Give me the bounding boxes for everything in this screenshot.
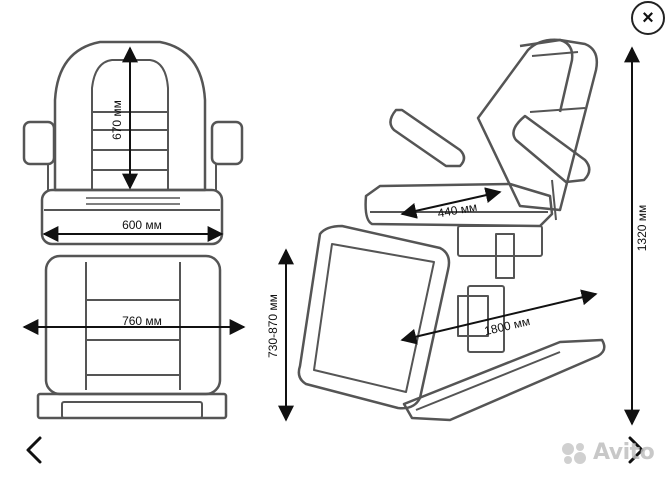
label-height-range: 730-870 мм <box>266 294 280 358</box>
side-dimension-lines <box>400 46 640 426</box>
previous-image-button[interactable] <box>16 430 52 470</box>
front-dimension-lines <box>22 46 294 422</box>
label-total-height: 1320 мм <box>635 205 649 252</box>
close-button[interactable]: × <box>631 1 665 35</box>
chevron-left-icon <box>26 436 42 464</box>
label-seat-depth: 440 мм <box>436 200 478 221</box>
label-total-length: 1800 мм <box>483 314 531 338</box>
avito-watermark: Avito <box>560 440 655 465</box>
close-icon: × <box>642 7 654 29</box>
avito-logo-icon <box>562 442 586 464</box>
next-image-button[interactable] <box>618 430 654 470</box>
chevron-right-icon <box>628 436 644 464</box>
label-base-width: 760 мм <box>122 314 162 328</box>
label-seat-width: 600 мм <box>122 218 162 232</box>
watermark-text: Avito <box>593 440 655 465</box>
chair-front-view <box>22 40 244 420</box>
label-backrest-height: 670 мм <box>110 100 124 140</box>
chair-side-view <box>297 38 606 422</box>
